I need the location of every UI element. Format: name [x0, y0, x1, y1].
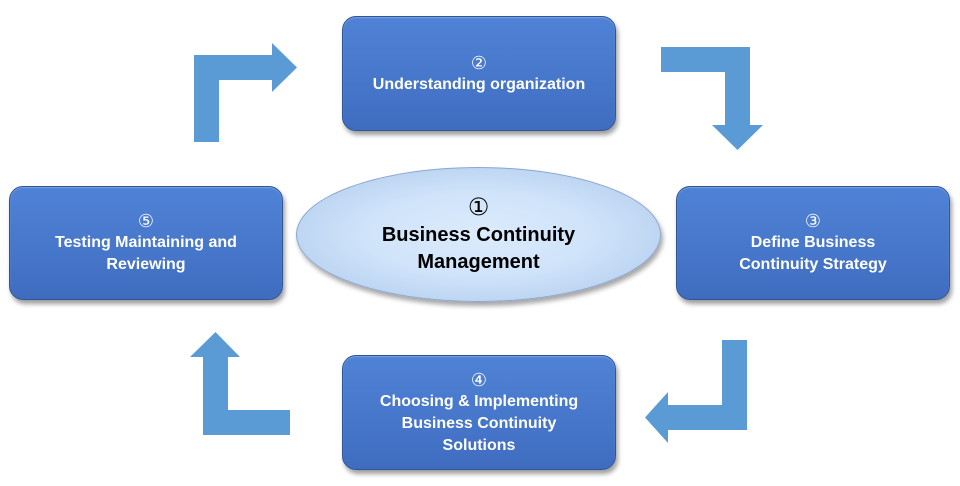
step-4-choosing-implementing: ④ Choosing & Implementing Business Conti… — [342, 355, 616, 470]
center-bcm-ellipse: ① Business Continuity Management — [296, 167, 661, 302]
step-2-understanding-organization: ② Understanding organization — [342, 16, 616, 131]
step-number: ② — [470, 52, 488, 73]
center-label: Business Continuity — [381, 223, 576, 246]
step-5-testing-maintaining: ⑤ Testing Maintaining and Reviewing — [9, 186, 283, 300]
step-label: Understanding organization — [372, 75, 586, 93]
step-number: ③ — [804, 211, 822, 231]
center-label: Management — [417, 250, 540, 273]
arrow-step4-to-step5-icon — [190, 332, 290, 435]
step-label: Business Continuity — [401, 414, 557, 432]
step-label: Continuity Strategy — [739, 256, 887, 273]
step-number: ④ — [470, 369, 488, 390]
arrow-step2-to-step3-icon — [661, 47, 763, 150]
step-label: Solutions — [442, 436, 516, 454]
step-label: Choosing & Implementing — [379, 392, 579, 410]
center-number: ① — [467, 193, 490, 221]
arrow-step5-to-step2-icon — [194, 43, 297, 142]
step-label: Testing Maintaining and — [55, 234, 237, 251]
step-3-define-strategy: ③ Define Business Continuity Strategy — [676, 186, 950, 300]
arrow-step3-to-step4-icon — [645, 340, 747, 443]
step-label: Reviewing — [106, 256, 186, 273]
step-label: Define Business — [750, 234, 876, 251]
step-number: ⑤ — [137, 211, 155, 231]
